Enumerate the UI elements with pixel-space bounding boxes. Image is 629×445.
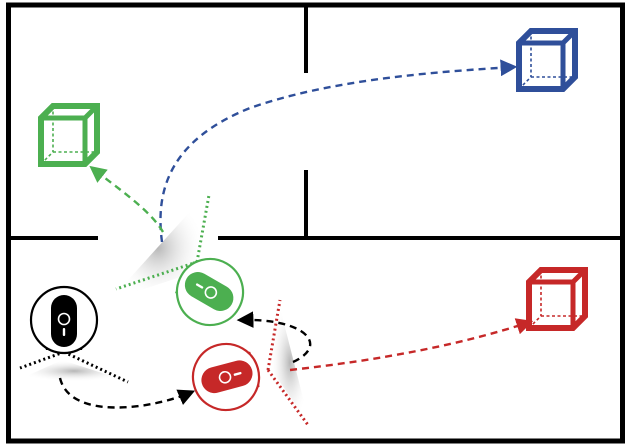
red-robot <box>184 335 268 419</box>
green-ray-top <box>195 194 211 263</box>
path-to-red-box <box>289 318 534 372</box>
outer-wall <box>6 2 625 444</box>
walls <box>6 2 625 444</box>
path-black-to-red <box>58 377 196 409</box>
path-to-blue-box <box>159 59 518 243</box>
red-ray-top <box>266 299 282 371</box>
red-robot-fov <box>270 300 310 425</box>
black-ray-right <box>63 350 129 384</box>
red-ray-bottom <box>266 369 310 426</box>
blue-box <box>519 31 575 89</box>
green-box <box>41 106 97 164</box>
path-to-green-box <box>89 165 165 233</box>
robot-icon <box>29 285 99 355</box>
red-box <box>529 270 585 328</box>
cube-icon <box>519 31 575 89</box>
cube-icon <box>41 106 97 164</box>
paths <box>58 59 534 409</box>
black-robot-fov <box>18 360 130 382</box>
cube-icon <box>529 270 585 328</box>
green-ray-left <box>115 260 198 291</box>
robot-icon <box>184 335 268 419</box>
sensor-rays <box>19 194 310 426</box>
black-robot <box>29 285 99 355</box>
path-red-to-green <box>236 311 312 364</box>
